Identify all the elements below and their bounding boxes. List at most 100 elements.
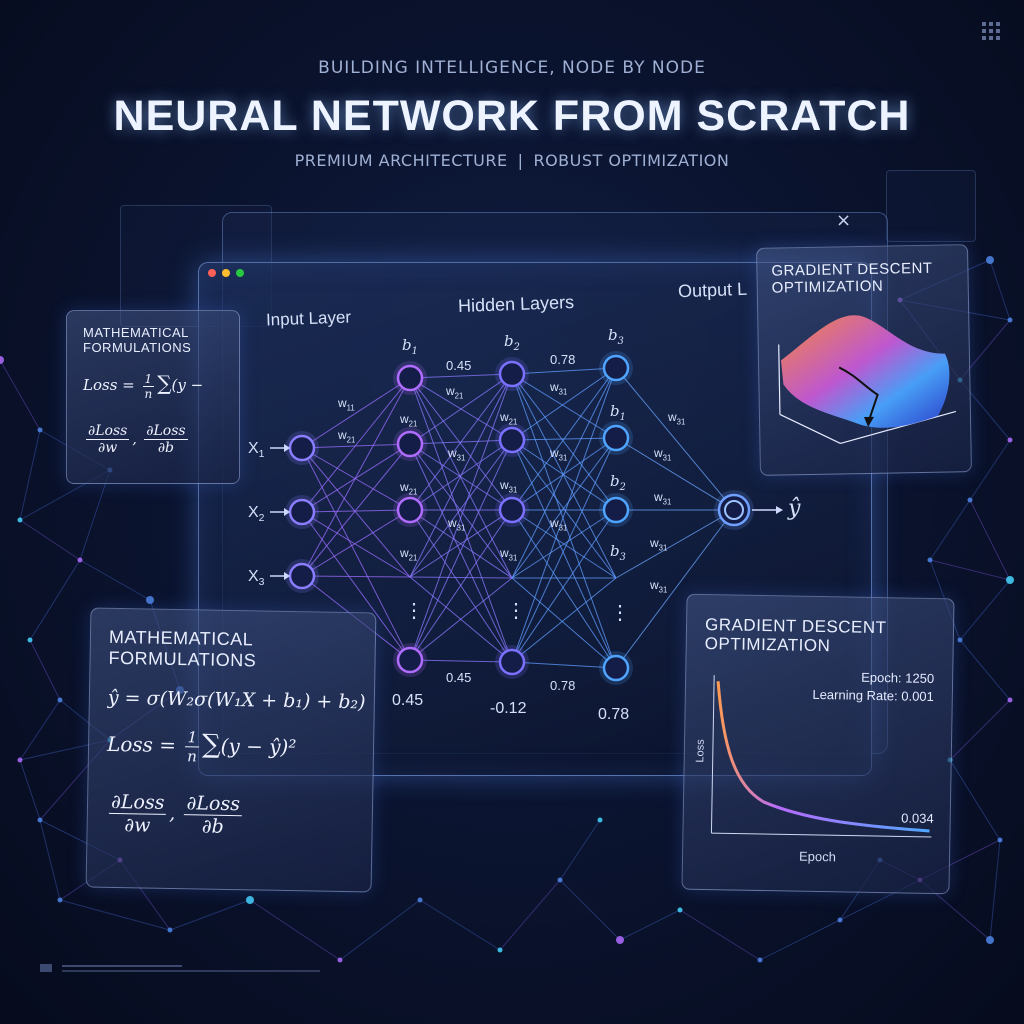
network-edge (301, 511, 411, 578)
input-label-x2: X2 (248, 504, 265, 525)
edge-weight-c4-4: w31 (650, 536, 668, 553)
grid-menu-icon[interactable] (982, 22, 1000, 40)
network-node (602, 496, 630, 524)
small-db: ∂b (157, 440, 175, 456)
network-edge (409, 377, 513, 579)
dloss-db-num: ∂Loss (184, 792, 243, 817)
edge-weight-c2-3: w21 (400, 546, 418, 563)
edge-weight-c3-5: w31 (550, 516, 568, 533)
edge-value-bottom-1: 0.45 (446, 670, 472, 685)
network-edge (301, 447, 411, 661)
forward-pass-formula: ŷ = σ(W₂σ(W₁X + b₁) + b₂) (107, 686, 366, 714)
ellipsis-3: ⋮ (610, 602, 630, 624)
close-icon[interactable]: × (836, 210, 852, 231)
formulas-title-line2: FORMULATIONS (108, 647, 257, 671)
network-edge (511, 509, 617, 579)
network-edge (409, 373, 513, 578)
loss-surface (780, 315, 950, 428)
small-frac-n: n (144, 386, 153, 401)
column-value-1: 0.45 (392, 692, 424, 709)
network-edge (409, 439, 513, 578)
bg-node (1007, 317, 1013, 323)
gradient-formula: ∂Loss∂w, ∂Loss∂b (105, 790, 245, 838)
page-tagline: PREMIUM ARCHITECTURE|ROBUST OPTIMIZATION (0, 151, 1024, 170)
network-edge (409, 509, 513, 663)
gradient-surface-panel: GRADIENT DESCENT OPTIMIZATION (756, 244, 972, 476)
dloss-dw-num: ∂Loss (108, 790, 167, 815)
bg-link (499, 879, 561, 951)
bg-link (19, 519, 81, 561)
formulas-panel-large: MATHEMATICAL FORMULATIONS ŷ = σ(W₂σ(W₁X … (85, 607, 377, 893)
bg-link (959, 579, 1011, 641)
loss-curve (716, 681, 930, 833)
output-layer-label: Output L (677, 278, 748, 302)
network-node (717, 493, 751, 527)
bg-node (37, 817, 43, 823)
ghost-panel-right (886, 170, 976, 242)
window-maximize-dot-icon[interactable] (236, 269, 244, 277)
bg-node (997, 837, 1003, 843)
network-arrows (270, 444, 783, 580)
bg-link (339, 899, 421, 961)
network-edge (511, 439, 617, 579)
bg-node (0, 356, 4, 364)
bg-link (759, 919, 841, 961)
network-node (288, 562, 316, 590)
network-edge (511, 373, 617, 669)
loss-surface-graphic (778, 315, 957, 445)
network-edge (409, 443, 513, 663)
bg-link (989, 259, 1011, 321)
network-edge (511, 661, 617, 669)
bg-link (169, 899, 251, 931)
network-edge (615, 367, 735, 511)
network-edge (409, 509, 513, 661)
bg-node (37, 427, 43, 433)
network-edge (301, 377, 411, 513)
small-dloss-2: ∂Loss (144, 423, 188, 440)
bg-node (986, 936, 994, 944)
loss-x-axis (711, 832, 932, 838)
network-edge (409, 509, 513, 578)
bg-node (757, 957, 763, 963)
network-edge (511, 373, 617, 579)
bg-link (989, 839, 1001, 941)
formulas-title-line1: MATHEMATICAL (108, 626, 254, 650)
output-node-inner (724, 500, 744, 520)
network-edge (511, 437, 617, 663)
window-close-dot-icon[interactable] (208, 269, 216, 277)
network-edges (301, 367, 735, 669)
edge-weight-c4-5: w31 (650, 578, 668, 595)
window-minimize-dot-icon[interactable] (222, 269, 230, 277)
page-subtitle: BUILDING INTELLIGENCE, NODE BY NODE (318, 58, 706, 78)
bg-link (419, 899, 501, 951)
edge-value-bottom-2: 0.78 (550, 678, 576, 693)
edge-weight-c3-4: w31 (550, 446, 568, 463)
network-edge (301, 443, 411, 449)
window-controls (208, 269, 244, 277)
bg-node (986, 256, 994, 264)
edge-weight-top-1: w21 (446, 384, 464, 401)
network-edge (511, 367, 617, 663)
dloss-db-den: ∂b (201, 815, 225, 838)
network-edge (301, 509, 411, 513)
bias-right-b2: b2 (610, 472, 626, 493)
bg-link (619, 909, 681, 941)
bg-node (967, 497, 973, 503)
bg-link (19, 699, 61, 761)
network-edge (511, 509, 617, 663)
bias-top-b2: b2 (504, 332, 520, 353)
network-edge (409, 443, 513, 579)
edge-value-top-1: 0.45 (446, 358, 472, 373)
network-edge (511, 577, 617, 663)
network-node (498, 426, 526, 454)
network-edge (511, 577, 617, 669)
network-edge (511, 439, 617, 669)
small-dloss-1: ∂Loss (86, 423, 130, 440)
bg-node (677, 907, 683, 913)
surface-axis-y (840, 410, 957, 445)
page-title: NEURAL NETWORK FROM SCRATCH (113, 92, 911, 140)
bg-node (837, 917, 843, 923)
